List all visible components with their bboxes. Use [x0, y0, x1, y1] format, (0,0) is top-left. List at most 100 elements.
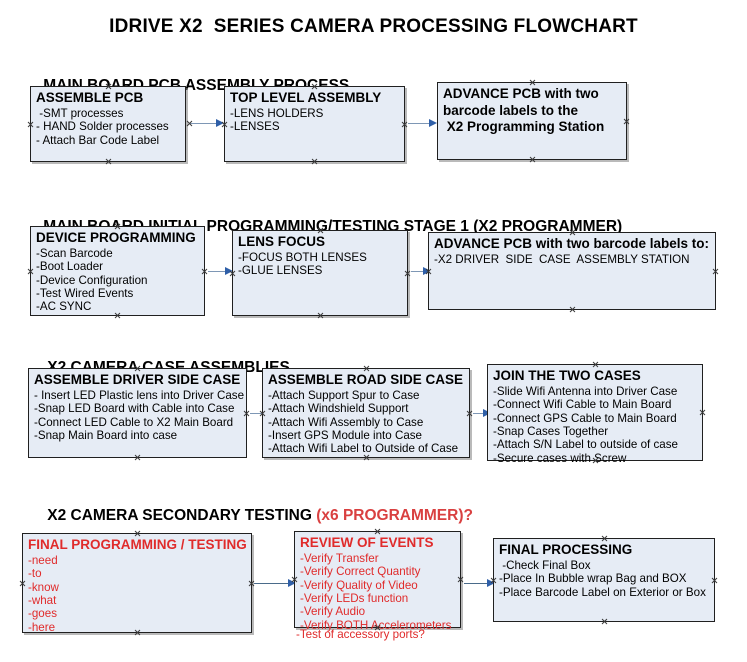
process-box-review-of-events[interactable]: REVIEW OF EVENTS -Verify Transfer -Verif… [294, 531, 461, 632]
process-box-line: -Place In Bubble wrap Bag and BOX [499, 572, 687, 586]
process-box-title: ASSEMBLE DRIVER SIDE CASE [34, 372, 241, 387]
section-heading-accent: (x6 PROGRAMMER)? [316, 507, 473, 524]
process-box-top-level-assembly[interactable]: TOP LEVEL ASSEMBLY -LENS HOLDERS -LENSES [224, 86, 405, 162]
process-box-assemble-pcb[interactable]: ASSEMBLE PCB -SMT processes - HAND Solde… [30, 86, 186, 162]
process-box-content: TOP LEVEL ASSEMBLY -LENS HOLDERS -LENSES [225, 87, 404, 136]
connector-arrowhead [487, 579, 495, 587]
process-box-overflow-line-review-of-events: -Test of accessory ports? [296, 628, 425, 641]
process-box-content: ADVANCE PCB with two barcode labels to t… [438, 83, 626, 138]
process-box-content: FINAL PROCESSING -Check Final Box -Place… [494, 539, 714, 601]
process-box-line: -Verify BOTH Accelerometers [300, 618, 452, 632]
process-box-line: -Slide Wifi Antenna into Driver Case [493, 384, 678, 398]
process-box-assemble-driver-side-case[interactable]: ASSEMBLE DRIVER SIDE CASE - Insert LED P… [28, 368, 247, 458]
connector-arrowhead [288, 579, 296, 587]
process-box-line: - Attach Bar Code Label [36, 133, 160, 147]
process-box-line: - HAND Solder processes [36, 120, 169, 134]
process-box-line: -Verify Transfer [300, 551, 379, 565]
process-box-line: -Attach Windshield Support [268, 402, 409, 416]
connector-line [250, 413, 266, 414]
process-box-line: -to [28, 567, 42, 581]
process-box-title: DEVICE PROGRAMMING [36, 230, 196, 245]
process-box-line: -goes [28, 607, 58, 621]
connector-arrowhead [423, 267, 431, 275]
process-box-line: -Connect LED Cable to X2 Main Board [34, 415, 234, 429]
process-box-content: FINAL PROGRAMMING / TESTING -need -to -k… [23, 534, 251, 636]
process-box-line: -X2 DRIVER SIDE CASE ASSEMBLY STATION [434, 252, 690, 266]
process-box-content: JOIN THE TWO CASES -Slide Wifi Antenna i… [488, 365, 702, 467]
process-box-advance-pcb-programming-station[interactable]: ADVANCE PCB with two barcode labels to t… [437, 82, 627, 160]
process-box-line: -Snap Main Board into case [34, 428, 178, 442]
process-box-assemble-road-side-case[interactable]: ASSEMBLE ROAD SIDE CASE -Attach Support … [262, 368, 470, 458]
process-box-join-the-two-cases[interactable]: JOIN THE TWO CASES -Slide Wifi Antenna i… [487, 364, 703, 465]
process-box-title: JOIN THE TWO CASES [493, 368, 641, 383]
process-box-line: -Verify Audio [300, 605, 366, 619]
anchor-handle-right [712, 268, 719, 275]
process-box-line: -Snap LED Board with Cable into Case [34, 402, 235, 416]
page-title: IDRIVE X2 SERIES CAMERA PROCESSING FLOWC… [109, 16, 638, 37]
process-box-content: ASSEMBLE PCB -SMT processes - HAND Solde… [31, 87, 185, 149]
process-box-title-line3: X2 Programming Station [443, 119, 605, 135]
process-box-line: -know [28, 580, 59, 594]
process-box-line: -Scan Barcode [36, 246, 113, 260]
process-box-title-line2: barcode labels to the [443, 102, 579, 118]
process-box-content: ASSEMBLE ROAD SIDE CASE -Attach Support … [263, 369, 469, 458]
connector-line [189, 123, 219, 124]
process-box-advance-pcb-driver-side-case[interactable]: ADVANCE PCB with two barcode labels to: … [428, 232, 716, 310]
process-box-lens-focus[interactable]: LENS FOCUS -FOCUS BOTH LENSES -GLUE LENS… [232, 230, 408, 316]
process-box-content: LENS FOCUS -FOCUS BOTH LENSES -GLUE LENS… [233, 231, 407, 280]
process-box-content: REVIEW OF EVENTS -Verify Transfer -Verif… [295, 532, 460, 634]
process-box-line: -Insert GPS Module into Case [268, 428, 423, 442]
process-box-line: -Verify Correct Quantity [300, 565, 421, 579]
process-box-title: ADVANCE PCB with two [443, 86, 599, 101]
anchor-handle-bottom [134, 454, 141, 461]
connector-arrowhead [216, 119, 224, 127]
process-box-content: DEVICE PROGRAMMING -Scan Barcode -Boot L… [31, 227, 204, 316]
process-box-final-processing[interactable]: FINAL PROCESSING -Check Final Box -Place… [493, 538, 715, 622]
process-box-device-programming[interactable]: DEVICE PROGRAMMING -Scan Barcode -Boot L… [30, 226, 205, 316]
process-box-title: LENS FOCUS [238, 234, 326, 249]
process-box-line: -need [28, 553, 58, 567]
connector-arrowhead [225, 267, 233, 275]
anchor-handle-bottom [317, 312, 324, 319]
connector-line [411, 271, 427, 272]
anchor-handle-bottom [105, 158, 112, 165]
process-box-line: -Connect Wifi Cable to Main Board [493, 398, 672, 412]
process-box-line: - Insert LED Plastic lens into Driver Ca… [34, 388, 245, 402]
process-box-line: -Test Wired Events [36, 286, 134, 300]
process-box-line: -Secure cases with Screw [493, 451, 627, 465]
process-box-line: -Attach Support Spur to Case [268, 388, 420, 402]
connector-line [254, 583, 294, 584]
process-box-line: -FOCUS BOTH LENSES [238, 250, 367, 264]
process-box-line: -LENSES [230, 120, 280, 134]
connector-line [408, 123, 433, 124]
connector-line [464, 583, 492, 584]
process-box-title: FINAL PROCESSING [499, 542, 633, 557]
connector-line [473, 413, 487, 414]
process-box-title: ASSEMBLE PCB [36, 90, 144, 105]
process-box-final-programming-testing[interactable]: FINAL PROGRAMMING / TESTING -need -to -k… [22, 533, 252, 636]
process-box-title: REVIEW OF EVENTS [300, 535, 434, 550]
process-box-line: -what [28, 593, 57, 607]
process-box-line: -Snap Cases Together [493, 424, 609, 438]
process-box-title: TOP LEVEL ASSEMBLY [230, 90, 382, 105]
process-box-line: -Attach S/N Label to outside of case [493, 438, 678, 452]
connector-line [208, 271, 230, 272]
process-box-line: -Device Configuration [36, 273, 148, 287]
anchor-handle-bottom [601, 618, 608, 625]
connector-arrowhead [429, 119, 437, 127]
process-box-line: -Attach Wifi Label to Outside of Case [268, 442, 459, 456]
anchor-handle-bottom [311, 158, 318, 165]
process-box-line: -Check Final Box [499, 558, 591, 572]
process-box-content: ADVANCE PCB with two barcode labels to: … [429, 233, 715, 268]
anchor-handle-bottom [569, 306, 576, 313]
anchor-handle-bottom [529, 156, 536, 163]
process-box-line: -GLUE LENSES [238, 264, 323, 278]
process-box-line: -Connect GPS Cable to Main Board [493, 411, 677, 425]
process-box-line: -Verify LEDs function [300, 591, 409, 605]
process-box-line: -SMT processes [36, 106, 124, 120]
process-box-title: ASSEMBLE ROAD SIDE CASE [268, 372, 464, 387]
section-heading-text: X2 CAMERA SECONDARY TESTING [47, 507, 317, 524]
process-box-line: -Boot Loader [36, 260, 104, 274]
process-box-line: -AC SYNC [36, 300, 92, 314]
